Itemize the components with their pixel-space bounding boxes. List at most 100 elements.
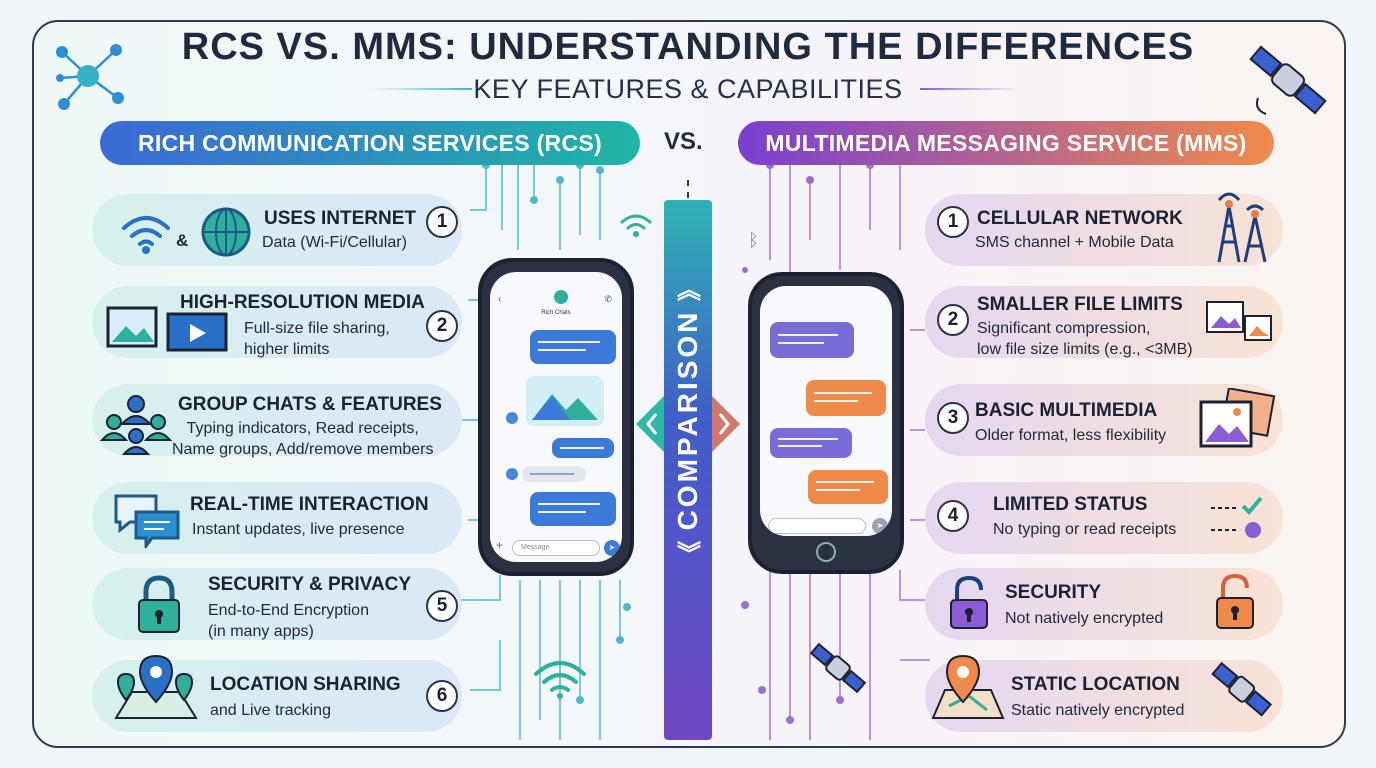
feature-number: 5 [426, 590, 458, 622]
rcs-phone: Rich Chats ‹ ✆ + Message ➤ [478, 258, 634, 576]
feature-desc: Data (Wi-Fi/Cellular) [262, 234, 407, 251]
feature-title: CELLULAR NETWORK [977, 208, 1183, 229]
feature-number: 3 [937, 402, 969, 434]
feature-desc: Instant updates, live presence [192, 521, 405, 538]
feature-desc: Older format, less flexibility [975, 427, 1167, 444]
rcs-feature-1: & USES INTERNET Data (Wi-Fi/Cellular) 1 [92, 194, 462, 266]
back-icon[interactable]: ‹ [498, 294, 502, 305]
image-icon [1206, 301, 1272, 341]
subtitle-divider-left [372, 88, 472, 90]
chevron-up-icon: ︽ [677, 277, 701, 304]
feature-title: LOCATION SHARING [210, 674, 401, 695]
cell-tower-icon [1217, 192, 1267, 263]
feature-desc: Typing indicators, Read receipts, Name g… [172, 420, 434, 458]
chat-bubble [530, 492, 616, 526]
map-icon [931, 654, 1005, 719]
comparison-label: COMPARISON [672, 309, 703, 531]
wifi-signal-icon [534, 661, 586, 699]
amp-label: & [176, 231, 189, 250]
feature-title: STATIC LOCATION [1011, 674, 1180, 695]
mms-banner: MULTIMEDIA MESSAGING SERVICE (MMS) [738, 121, 1274, 165]
chat-bubble [522, 466, 586, 482]
feature-desc: Static natively encrypted [1011, 702, 1185, 719]
feature-desc: End-to-End Encryption (in many apps) [208, 602, 369, 640]
feature-number: 1 [937, 206, 969, 238]
contact-avatar [554, 290, 568, 304]
comparison-band [664, 200, 712, 740]
feature-number: 2 [937, 304, 969, 336]
feature-title: GROUP CHATS & FEATURES [178, 394, 442, 415]
bluetooth-icon: ᛒ [748, 230, 759, 250]
rcs-feature-5: SECURITY & PRIVACY End-to-End Encryption… [92, 568, 462, 640]
vs-label: VS. [664, 128, 703, 155]
mms-feature-3: 3 BASIC MULTIMEDIA Older format, less fl… [925, 384, 1283, 456]
media-icon [106, 306, 228, 352]
rcs-feature-3: GROUP CHATS & FEATURES Typing indicators… [92, 384, 462, 458]
add-attachment-icon[interactable]: + [496, 538, 504, 552]
phone-call-icon[interactable]: ✆ [604, 294, 612, 304]
satellite-card-icon [1211, 661, 1273, 717]
message-input[interactable]: Message [512, 540, 600, 556]
satellite-icon [1249, 45, 1327, 115]
chat-bubbles-icon [114, 494, 180, 548]
feature-title: USES INTERNET [264, 208, 417, 229]
rcs-feature-6: LOCATION SHARING and Live tracking 6 [92, 654, 462, 732]
status-icon [1211, 496, 1263, 538]
feature-number: 4 [937, 500, 969, 532]
chat-bubble [770, 428, 852, 458]
wifi-icon [620, 214, 652, 237]
feature-title: REAL-TIME INTERACTION [190, 494, 429, 515]
image-attachment [526, 376, 604, 426]
chat-header: Rich Chats [541, 310, 571, 316]
comparison-diamond [636, 396, 740, 452]
feature-title: SMALLER FILE LIMITS [977, 294, 1183, 315]
feature-title: HIGH-RESOLUTION MEDIA [180, 292, 425, 313]
group-icon [100, 395, 172, 455]
feature-desc: Not natively encrypted [1005, 610, 1164, 627]
message-input[interactable] [768, 518, 866, 534]
photos-icon [1199, 388, 1276, 448]
chat-bubble [806, 380, 886, 416]
rcs-feature-4: REAL-TIME INTERACTION Instant updates, l… [92, 482, 462, 554]
wifi-globe-icon [122, 207, 251, 257]
rcs-phone-screen: Rich Chats ‹ ✆ + Message ➤ [490, 272, 622, 562]
rcs-feature-2: HIGH-RESOLUTION MEDIA Full-size file sha… [92, 286, 462, 358]
lock-icon [138, 575, 180, 633]
satellite-small-icon [809, 642, 867, 694]
send-button[interactable]: ➤ [604, 540, 620, 556]
feature-number: 1 [426, 206, 458, 238]
network-icon [56, 44, 124, 110]
mms-feature-1: 1 CELLULAR NETWORK SMS channel + Mobile … [925, 192, 1283, 266]
unlock-icon [950, 576, 988, 629]
feature-desc: SMS channel + Mobile Data [975, 234, 1174, 251]
rcs-banner: RICH COMMUNICATION SERVICES (RCS) [100, 121, 640, 165]
mms-feature-4: 4 LIMITED STATUS No typing or read recei… [925, 482, 1283, 554]
feature-desc: Full-size file sharing, higher limits [244, 320, 390, 358]
page-subtitle: KEY FEATURES & CAPABILITIES [473, 74, 903, 104]
home-button[interactable] [816, 542, 836, 562]
map-pin-icon [114, 654, 198, 719]
mms-feature-2: 2 SMALLER FILE LIMITS Significant compre… [925, 286, 1283, 358]
feature-title: LIMITED STATUS [993, 494, 1148, 515]
feature-number: 6 [426, 680, 458, 712]
chat-bubble [530, 330, 616, 364]
chevron-down-icon: ︾ [677, 541, 701, 568]
message-input-placeholder: Message [521, 544, 550, 551]
feature-title: SECURITY [1005, 582, 1102, 603]
chat-bubble [552, 438, 614, 458]
mms-phone: ➤ [748, 272, 904, 574]
feature-desc: Significant compression, low file size l… [977, 320, 1193, 358]
mms-phone-screen: ➤ [760, 286, 892, 536]
feature-title: BASIC MULTIMEDIA [975, 400, 1158, 421]
avatar [506, 412, 518, 424]
send-button[interactable]: ➤ [872, 518, 888, 534]
avatar [506, 468, 518, 480]
subtitle-divider-right [920, 88, 1020, 90]
feature-number: 2 [426, 310, 458, 342]
chat-bubble [770, 322, 854, 358]
feature-desc: and Live tracking [210, 702, 331, 719]
mms-feature-5: SECURITY Not natively encrypted [925, 568, 1283, 640]
feature-desc: No typing or read receipts [993, 521, 1177, 538]
chat-bubble [808, 470, 888, 504]
page-title: RCS VS. MMS: UNDERSTANDING THE DIFFERENC… [181, 26, 1195, 68]
